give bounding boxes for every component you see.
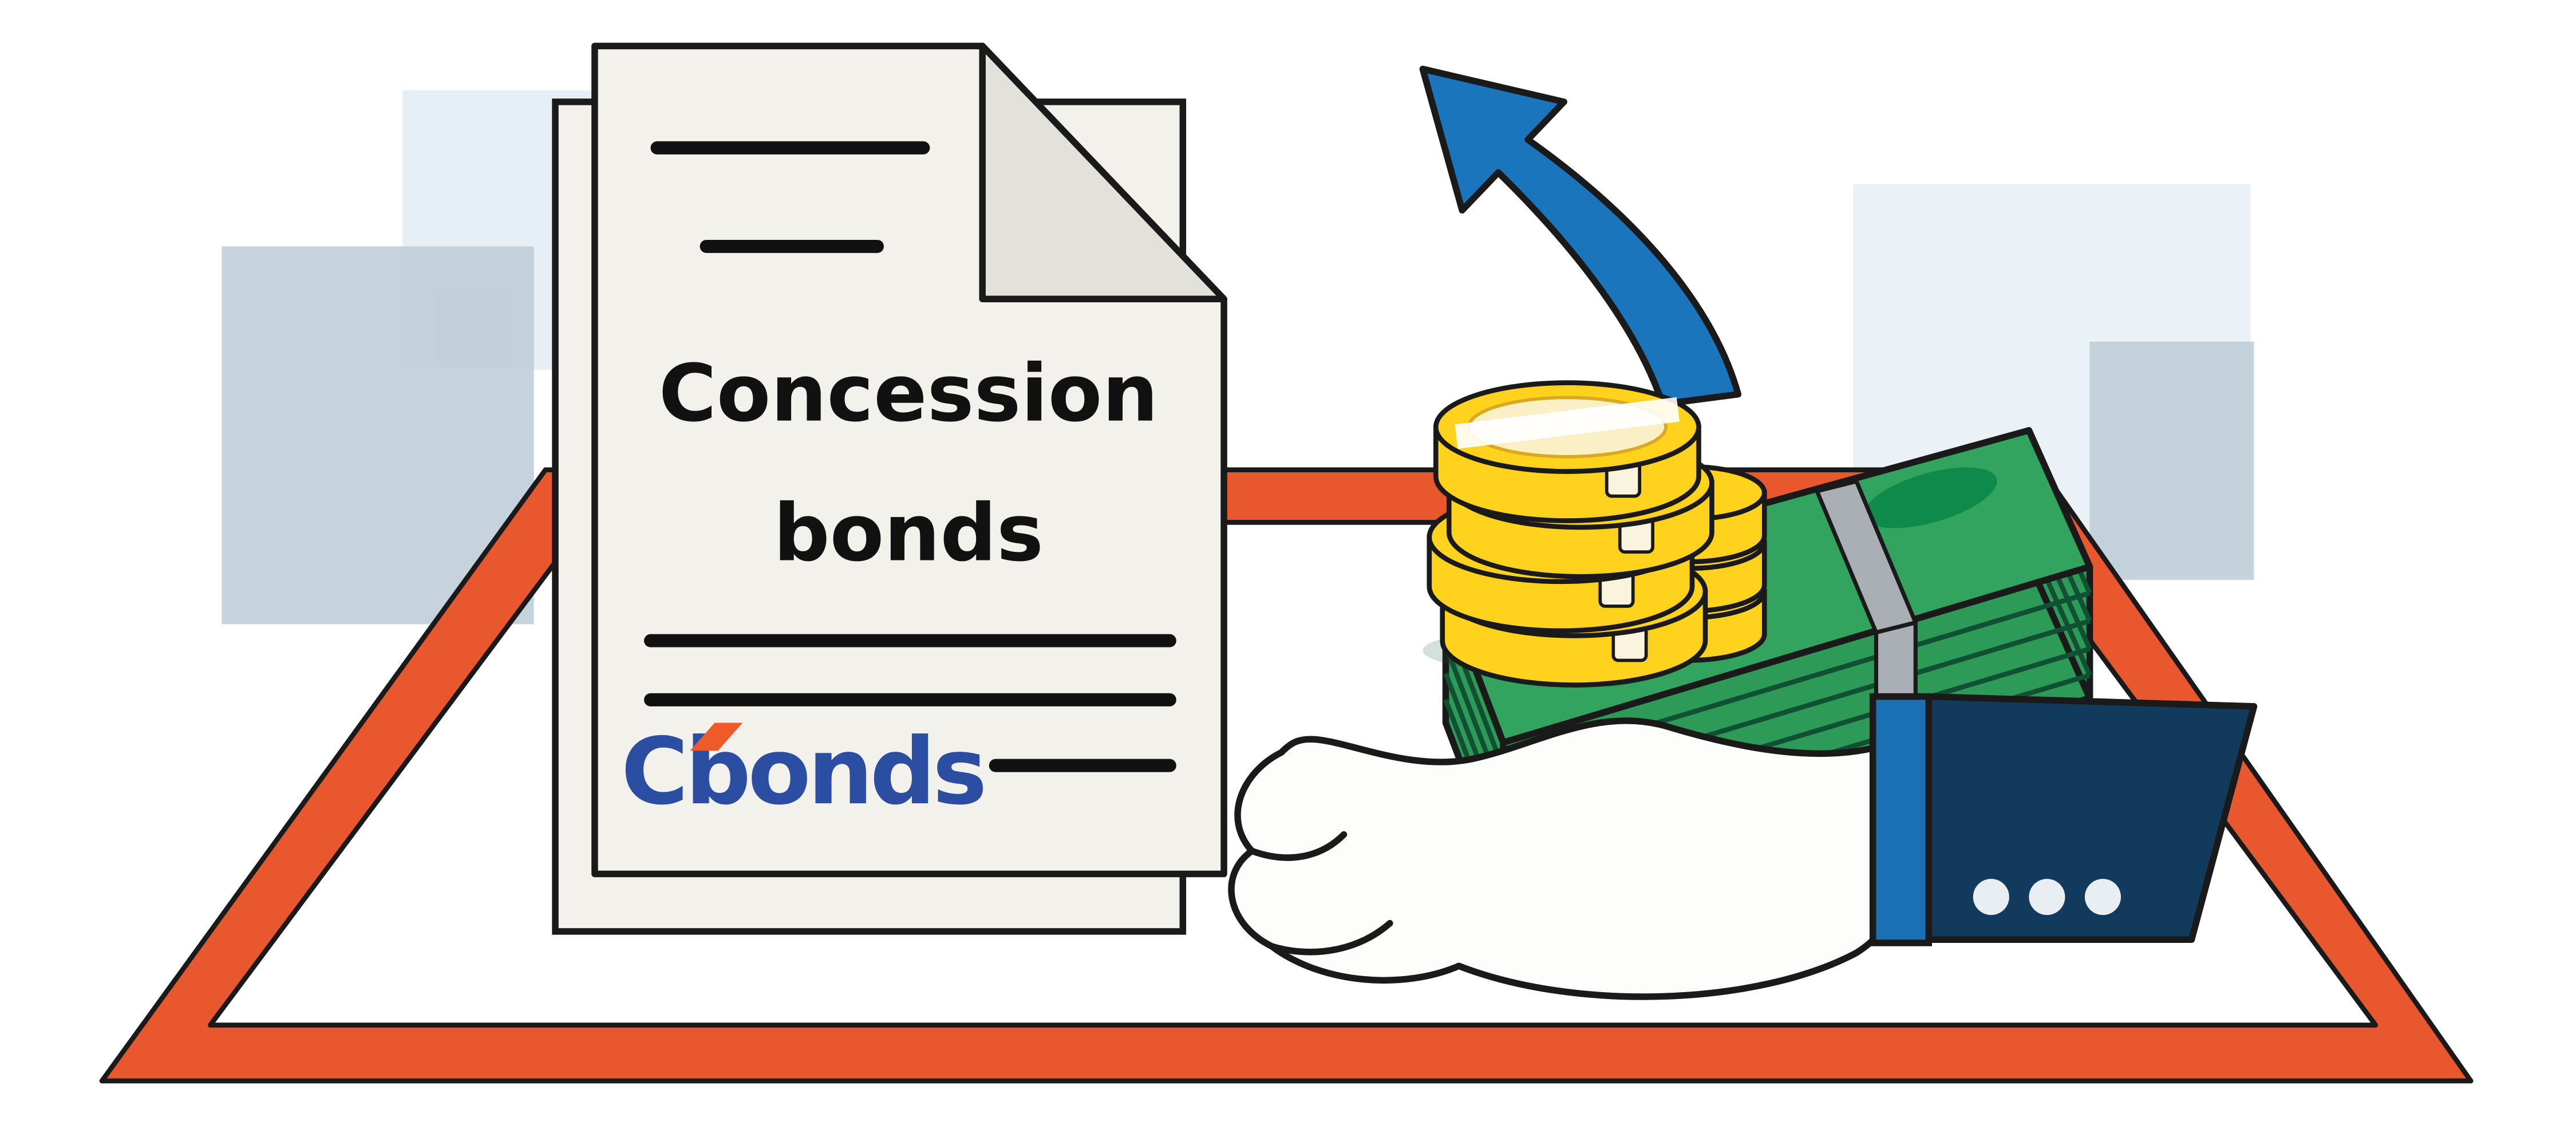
coin-front-stack (1427, 380, 1714, 688)
document-title-line2: bonds (773, 487, 1044, 579)
cbonds-logo: Cbonds (621, 718, 987, 825)
growth-arrow-icon (1419, 65, 1742, 408)
sleeve-buttons (1973, 879, 2121, 915)
cbonds-logo-orange-mark (690, 722, 743, 751)
hand-palm (1228, 717, 1896, 1000)
sleeve-body (1925, 693, 2258, 943)
coin-face-stripe (1455, 397, 1680, 449)
coin-stack-icon (1423, 380, 1767, 688)
document-title: Concession bonds (659, 348, 1159, 579)
finger-crease-lines (1249, 831, 1393, 956)
document-lines (644, 141, 1176, 772)
hand-icon (1228, 717, 1896, 1000)
document-corner-fold (979, 42, 1227, 302)
bg-square-right-gray (2089, 341, 2254, 580)
cuff (1869, 693, 1932, 946)
cbonds-logo-text: Cbonds (621, 718, 984, 825)
document-title-line1: Concession (659, 348, 1159, 440)
money-group (1228, 65, 2258, 1000)
document-stack: Concession bonds Cbonds (552, 42, 1227, 935)
sleeve (1869, 693, 2258, 946)
